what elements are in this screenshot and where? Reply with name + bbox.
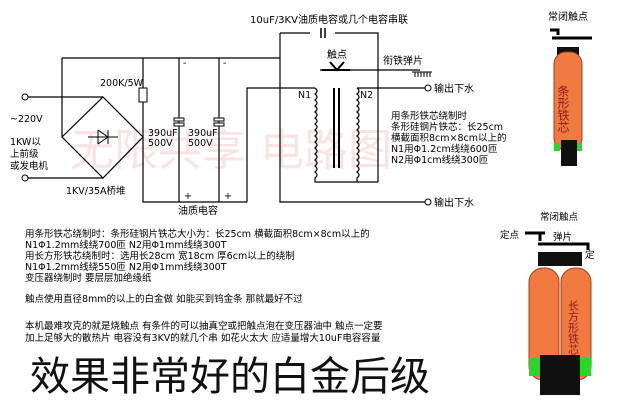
note-line: 用条形铁芯绕制时：条形硅钢片铁芯大小为：长25cm 横截面积8cm×8cm以上的 [25, 228, 370, 240]
rect-core-label: 长方形铁芯 [567, 300, 580, 355]
cap1-value: 390uF [148, 128, 178, 139]
watermark: 无限共享 电路图 [70, 125, 392, 176]
rect-core-fixed2: 定 [585, 249, 595, 261]
note-line: N1Φ1.2mm线绕550匝 N2用Φ1mm线绕300T [25, 261, 227, 273]
output-terminal-top [424, 84, 432, 92]
bar-core-figure: 常闭触点 条形铁芯 [548, 10, 592, 166]
cap2-minus: - [223, 58, 226, 69]
rect-core-title: 常闭触点 [540, 211, 579, 223]
cap1-minus: - [183, 58, 186, 69]
notes: 用条形铁芯绕制时：条形硅钢片铁芯大小为：长25cm 横截面积8cm×8cm以上的… [25, 228, 383, 344]
spec-line: 条形硅钢片铁芯：长25cm [391, 121, 503, 133]
bridge-rectifier [61, 96, 144, 179]
transformer [314, 61, 432, 183]
cap2-voltage: 500V [188, 138, 213, 149]
n1-label: N1 [298, 90, 311, 101]
bar-core-label: 条形铁芯 [556, 85, 570, 133]
spec-line: N2用Φ1cm线绕300匝 [391, 154, 489, 166]
cap1-voltage: 500V [148, 138, 173, 149]
output-top-label: 输出下水 [434, 82, 474, 95]
note-line: 加上足够大的散热片 电容没有3KV的就几个串 如花火太大 应适量增大10uF电容… [25, 332, 381, 344]
rect-core-spring: 弹片 [553, 231, 572, 243]
rect-core-fixed: 定点 [500, 229, 520, 241]
input-source-line1: 1KW以 [10, 137, 41, 148]
note-line: N1Φ1.2mm线绕700匝 N2用Φ1mm线绕300T [25, 239, 227, 251]
cap2-plus: + [224, 191, 232, 202]
resistor-label: 200K/5W [100, 78, 144, 89]
rect-core-figure: 常闭触点 定点 弹片 定 长方形铁芯 [500, 211, 595, 395]
spec-line: N1用Φ1.2cm线绕600匝 [391, 143, 498, 155]
spec-line: 用条形铁芯绕制时 [391, 110, 468, 122]
cap-top-label: 10uF/3KV油质电容或几个电容串联 [250, 13, 408, 26]
input-source-line2: 上前级 [10, 148, 39, 160]
input-voltage-label: ~220V [10, 114, 43, 125]
wires [21, 32, 432, 206]
output-bottom-label: 输出下水 [434, 196, 474, 209]
capacitors [173, 27, 335, 127]
note-line: 用长方形铁芯绕制时：选用长28cm 宽18cm 厚6cm以上的绕制 [25, 250, 295, 262]
spec-box: 用条形铁芯绕制时 条形硅钢片铁芯：长25cm 横截面积8cm×8cm以上的 N1… [391, 110, 507, 166]
bar-core-title: 常闭触点 [548, 10, 588, 23]
contact-label: 触点 [327, 48, 347, 61]
cap1-plus: + [184, 191, 192, 202]
n2-label: N2 [360, 90, 373, 101]
oil-cap-label: 油质电容 [178, 204, 218, 217]
spring-label: 衔铁弹片 [383, 54, 423, 67]
resistor [138, 87, 148, 103]
input-source-line3: 或发电机 [10, 160, 49, 172]
note-line: 变压器绕制时 要层层加绝缘纸 [25, 272, 152, 284]
contact-point [322, 61, 350, 72]
output-terminal-bottom [424, 198, 432, 206]
spec-line: 横截面积8cm×8cm以上的 [391, 132, 507, 144]
cap2-value: 390uF [188, 128, 218, 139]
headline: 效果非常好的白金后级 [30, 354, 430, 400]
note-line: 本机最难攻克的就是烧触点 有条件的可以抽真空或把触点泡在变压器油中 触点一定要 [25, 320, 383, 332]
bridge-label: 1KV/35A桥堆 [66, 185, 126, 197]
note-line: 触点使用直径8mm的以上的白金做 如能买到钨金条 那就最好不过 [25, 293, 303, 305]
